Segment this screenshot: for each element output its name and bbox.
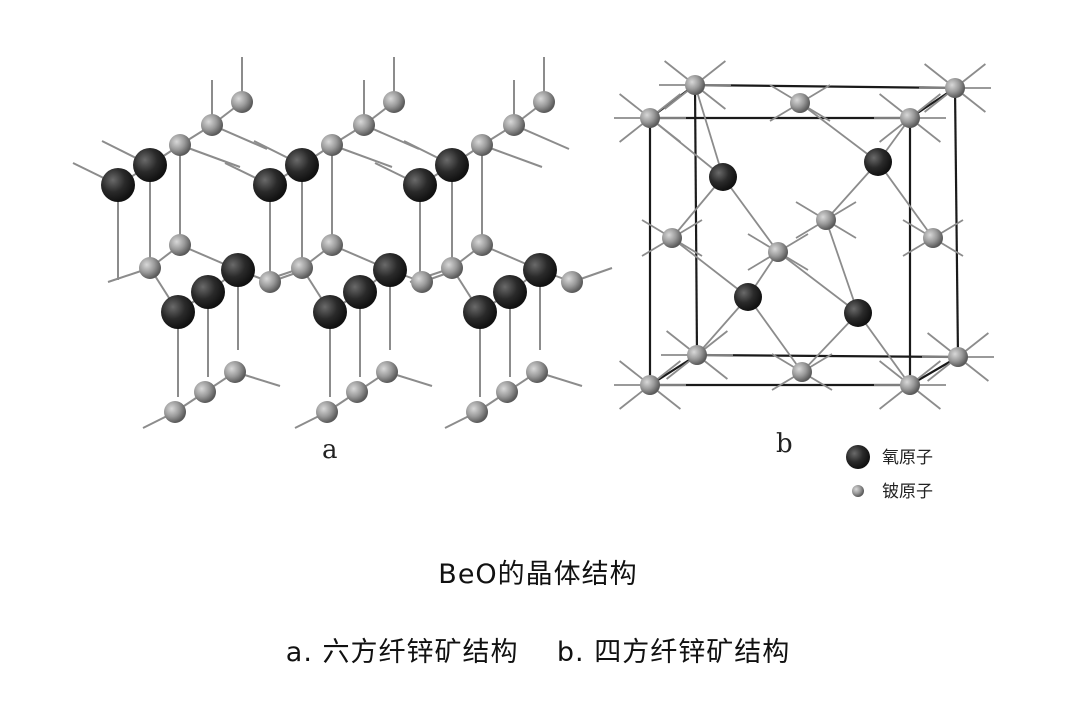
beryllium-atom bbox=[466, 401, 488, 423]
beryllium-atom bbox=[139, 257, 161, 279]
beryllium-atom bbox=[471, 234, 493, 256]
subcaption-b-prefix: b. bbox=[556, 637, 585, 668]
beryllium-atom bbox=[640, 375, 660, 395]
beryllium-atom bbox=[561, 271, 583, 293]
beryllium-atom bbox=[900, 375, 920, 395]
bond-line bbox=[649, 117, 724, 178]
beryllium-atom bbox=[169, 134, 191, 156]
oxygen-atom bbox=[403, 168, 437, 202]
bond-line bbox=[877, 161, 934, 239]
beryllium-atom bbox=[316, 401, 338, 423]
panel-b-label: b bbox=[776, 429, 793, 459]
beryllium-atom bbox=[321, 234, 343, 256]
oxygen-atom bbox=[373, 253, 407, 287]
legend-beryllium-label: 铍原子 bbox=[882, 482, 933, 502]
cell-edge bbox=[694, 83, 956, 90]
oxygen-atom bbox=[523, 253, 557, 287]
oxygen-atom bbox=[285, 148, 319, 182]
beryllium-atom bbox=[321, 134, 343, 156]
subcaption-b-text: 四方纤锌矿结构 bbox=[594, 637, 791, 668]
oxygen-atom bbox=[864, 148, 892, 176]
figure-subcaption: a. 六方纤锌矿结构 b. 四方纤锌矿结构 bbox=[0, 630, 1076, 669]
beryllium-atom bbox=[945, 78, 965, 98]
bond-line bbox=[799, 102, 879, 163]
oxygen-atom bbox=[463, 295, 497, 329]
beryllium-atom bbox=[900, 108, 920, 128]
beryllium-atom bbox=[923, 228, 943, 248]
beryllium-atom bbox=[503, 114, 525, 136]
beryllium-atom bbox=[471, 134, 493, 156]
oxygen-atom bbox=[191, 275, 225, 309]
bond-line bbox=[694, 84, 724, 178]
beryllium-atom bbox=[496, 381, 518, 403]
tetragonal-wurtzite-structure bbox=[614, 60, 994, 410]
beryllium-atom bbox=[376, 361, 398, 383]
beryllium-atom bbox=[259, 271, 281, 293]
oxygen-atom bbox=[435, 148, 469, 182]
bond-line bbox=[857, 312, 911, 386]
beryllium-atom bbox=[231, 91, 253, 113]
beryllium-atom bbox=[526, 361, 548, 383]
beryllium-atom bbox=[816, 210, 836, 230]
beryllium-atom bbox=[291, 257, 313, 279]
beryllium-atom bbox=[640, 108, 660, 128]
legend-oxygen-marker bbox=[846, 445, 870, 469]
beryllium-atom bbox=[353, 114, 375, 136]
legend-beryllium-marker bbox=[852, 485, 864, 497]
beryllium-atom bbox=[792, 362, 812, 382]
beryllium-atom bbox=[790, 93, 810, 113]
oxygen-atom bbox=[313, 295, 347, 329]
beryllium-atom bbox=[533, 91, 555, 113]
bond-line bbox=[747, 296, 803, 373]
oxygen-atom bbox=[221, 253, 255, 287]
beryllium-atom bbox=[685, 75, 705, 95]
bond-line bbox=[722, 176, 779, 253]
beryllium-atom bbox=[194, 381, 216, 403]
oxygen-atom bbox=[844, 299, 872, 327]
bond-line bbox=[825, 219, 859, 314]
legend: 氧原子 铍原子 bbox=[846, 445, 933, 502]
beryllium-atom bbox=[169, 234, 191, 256]
beryllium-atom bbox=[224, 361, 246, 383]
subcaption-a-prefix: a. bbox=[285, 637, 313, 668]
figure-title: BeO的晶体结构 bbox=[438, 559, 638, 590]
beryllium-atom bbox=[411, 271, 433, 293]
beryllium-atom bbox=[662, 228, 682, 248]
beryllium-atom bbox=[948, 347, 968, 367]
oxygen-atom bbox=[734, 283, 762, 311]
hexagonal-wurtzite-structure bbox=[72, 57, 613, 429]
legend-oxygen-label: 氧原子 bbox=[882, 448, 933, 468]
oxygen-atom bbox=[161, 295, 195, 329]
oxygen-atom bbox=[133, 148, 167, 182]
beryllium-atom bbox=[768, 242, 788, 262]
subcaption-a-text: 六方纤锌矿结构 bbox=[322, 637, 519, 668]
cell-edge bbox=[693, 84, 699, 356]
beryllium-atom bbox=[346, 381, 368, 403]
beryllium-atom bbox=[687, 345, 707, 365]
beryllium-atom bbox=[201, 114, 223, 136]
oxygen-atom bbox=[253, 168, 287, 202]
beryllium-atom bbox=[441, 257, 463, 279]
oxygen-atom bbox=[343, 275, 377, 309]
bond-line bbox=[777, 251, 859, 314]
oxygen-atom bbox=[493, 275, 527, 309]
oxygen-atom bbox=[101, 168, 135, 202]
oxygen-atom bbox=[709, 163, 737, 191]
bond-line bbox=[671, 237, 749, 298]
beryllium-atom bbox=[164, 401, 186, 423]
cell-edge bbox=[953, 87, 960, 358]
beryllium-atom bbox=[383, 91, 405, 113]
panel-a-label: a bbox=[322, 435, 338, 465]
